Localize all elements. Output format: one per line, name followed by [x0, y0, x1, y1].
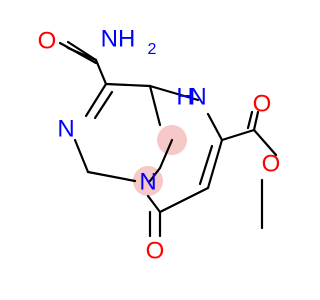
ring-c8a-nh [148, 84, 200, 102]
ring-c-n4 [158, 138, 174, 170]
bridgehead-nitrogen-label: N [139, 168, 156, 195]
molecule-diagram: O NH 2 N N N H O O O [38, 25, 281, 264]
ester-co-double [246, 110, 254, 130]
ring-c7-c5 [158, 186, 210, 214]
ring-c8-n-double [93, 90, 114, 120]
ring-c6-c7-double [198, 144, 214, 186]
ester-c-c [220, 128, 256, 142]
amide-nitrogen-subscript: 2 [148, 41, 157, 58]
ester-co [252, 110, 260, 132]
ring-nh-c6 [206, 112, 224, 142]
amide-co-bond [66, 40, 98, 62]
amide-co-double [58, 41, 98, 65]
amide-nitrogen-label: NH [101, 25, 136, 52]
ring-n4-extra [148, 166, 162, 183]
ring-c3-n4 [86, 170, 137, 183]
amide-oxygen-label: O [38, 27, 57, 54]
ring-n-c3 [73, 138, 90, 174]
ester-carbonyl-oxygen-label: O [253, 90, 272, 117]
bond-layer [58, 40, 278, 238]
structure-canvas: O NH 2 N N N H O O O [37, 25, 281, 265]
amide-ring-bond [94, 58, 108, 86]
ring-c8a-c8b [148, 84, 162, 127]
ring-c8-c8a [104, 82, 152, 88]
ketone-oxygen-label: O [146, 237, 165, 264]
ring-nh-hydrogen-label: H [176, 83, 193, 110]
atom-label-layer: O NH 2 N N N H O O O [38, 25, 281, 264]
ester-oxygen-label: O [262, 150, 281, 177]
ring-c6-c7 [206, 138, 224, 190]
ring-c5-n4 [146, 194, 162, 214]
imidazole-nitrogen-label: N [57, 115, 74, 142]
ring-nh-nitrogen-label: N [189, 83, 206, 110]
ester-co-single [252, 128, 278, 157]
ring-c8-n [84, 82, 108, 118]
